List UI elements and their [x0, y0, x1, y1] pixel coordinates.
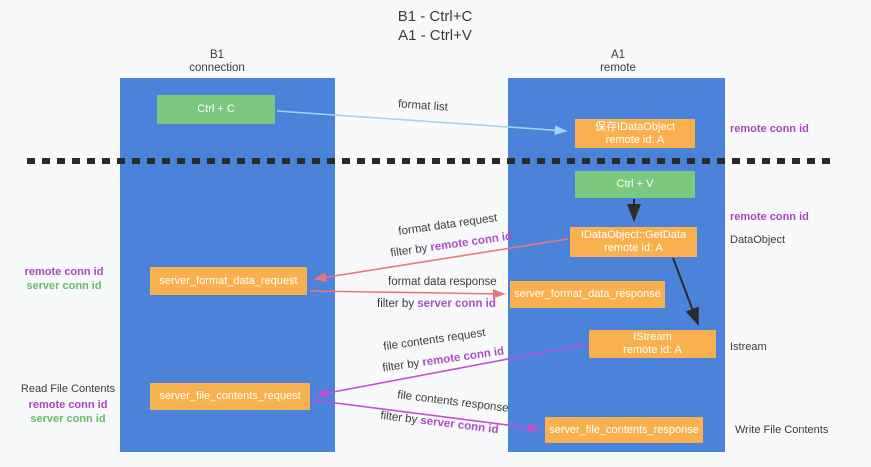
ctrl-c-box: Ctrl + C: [157, 95, 275, 124]
remote-conn-id-label-mid: remote conn id: [730, 211, 809, 223]
diagram-title: B1 - Ctrl+C A1 - Ctrl+V: [330, 7, 540, 45]
server-format-data-response-box: server_format_data_response: [510, 281, 665, 308]
filter-by-text: filter by: [389, 241, 432, 260]
read-file-contents-label: Read File Contents: [20, 383, 116, 395]
title-line-1: B1 - Ctrl+C: [397, 8, 473, 25]
format-data-response-filter-label: filter by server conn id: [377, 298, 496, 310]
dataobject-label: DataObject: [730, 234, 786, 246]
lane-b1-name: B1: [209, 49, 225, 61]
remote-conn-id-text: remote conn id: [429, 230, 513, 254]
title-line-2: A1 - Ctrl+V: [398, 27, 472, 44]
lane-b1-role: connection: [189, 62, 245, 74]
format-data-response-label: format data response: [388, 276, 497, 288]
remote-conn-id-label-left: remote conn id: [24, 266, 104, 278]
filter-by-text: filter by: [377, 298, 418, 310]
left-mid-label-block: remote conn id server conn id: [18, 265, 110, 293]
save-idataobject-line2: remote id: A: [605, 133, 665, 146]
server-conn-id-label-bottom: server conn id: [30, 413, 106, 425]
lane-a1-role: remote: [600, 62, 636, 74]
istream-line1: IStream: [633, 331, 672, 343]
remote-conn-id-label-top: remote conn id: [730, 123, 809, 135]
getdata-line1: IDataObject::GetData: [580, 229, 687, 241]
remote-conn-id-text: remote conn id: [421, 345, 505, 369]
lane-header-b1: B1 connection: [162, 49, 272, 75]
server-conn-id-label-left: server conn id: [26, 280, 102, 292]
filter-by-text: filter by: [379, 409, 422, 427]
server-format-data-request-box: server_format_data_request: [150, 267, 307, 295]
filter-by-text: filter by: [381, 356, 424, 375]
write-file-contents-label: Write File Contents: [735, 424, 829, 436]
format-list-label: format list: [397, 98, 449, 114]
ctrl-v-box: Ctrl + V: [575, 171, 695, 198]
idataobject-getdata-box: IDataObject::GetData remote id: A: [570, 227, 697, 257]
istream-label: Istream: [730, 341, 767, 353]
lane-header-a1: A1 remote: [563, 49, 673, 75]
server-file-contents-request-box: server_file_contents_request: [150, 383, 310, 410]
server-conn-id-text: server conn id: [419, 414, 500, 437]
server-file-contents-response-box: server_file_contents_response: [545, 417, 703, 443]
server-conn-id-text: server conn id: [417, 298, 496, 310]
lane-a1-name: A1: [610, 49, 626, 61]
left-bottom-label-block: Read File Contents remote conn id server…: [18, 382, 118, 426]
format-data-response-arrow: [309, 289, 506, 299]
remote-conn-id-label-bottom: remote conn id: [28, 399, 108, 411]
file-contents-response-label: file contents response: [396, 389, 510, 415]
istream-box: IStream remote id: A: [589, 330, 716, 358]
save-idataobject-box: 保存IDataObject remote id: A: [575, 119, 695, 148]
file-contents-response-filter-label: filter by server conn id: [380, 410, 499, 436]
save-idataobject-line1: 保存IDataObject: [594, 120, 676, 133]
getdata-line2: remote id: A: [604, 242, 663, 254]
istream-line2: remote id: A: [623, 344, 682, 356]
